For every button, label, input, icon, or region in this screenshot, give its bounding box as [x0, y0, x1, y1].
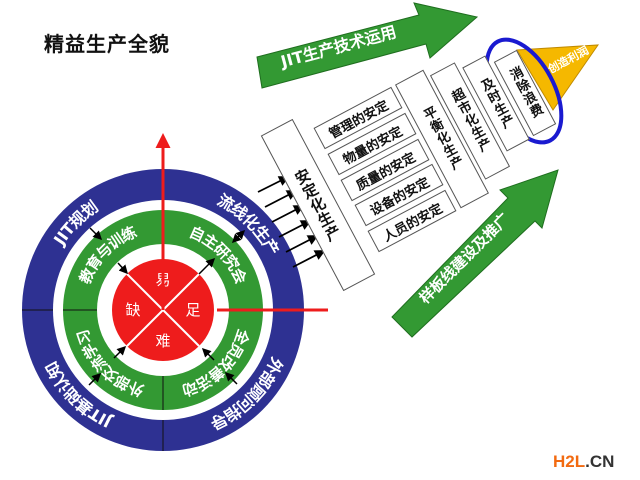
watermark-brand: H2L [553, 452, 586, 471]
ring-arrows [88, 227, 246, 386]
core-left: 缺 [125, 301, 140, 319]
core-right: 足 [185, 301, 200, 319]
foundation-circle: JIT规划 流线化生产 外部顾问指导 JIT基础认知 教育与训练 自主研究会 全… [22, 133, 328, 451]
core-bottom: 难 [155, 332, 170, 350]
goal-triangle: 创造利润 [516, 43, 599, 111]
watermark-suffix: .CN [585, 452, 615, 471]
input-arrows [257, 176, 326, 268]
watermark: H2L.CN [553, 452, 614, 472]
page-title: 精益生产全貌 [44, 32, 170, 56]
